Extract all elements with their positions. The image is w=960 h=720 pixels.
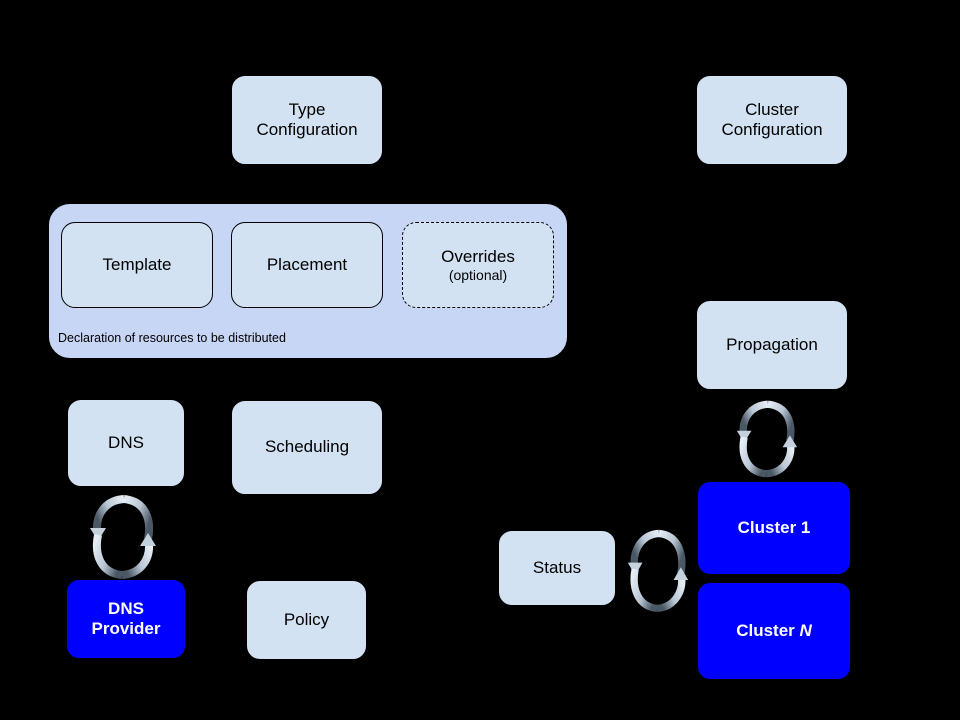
node-policy-label: Policy: [283, 609, 330, 629]
sync-arrows-icon-status: [626, 522, 690, 618]
dns-provider-line2: Provider: [91, 619, 161, 638]
node-cluster-configuration-label: Cluster Configuration: [697, 100, 847, 140]
node-propagation[interactable]: Propagation: [696, 300, 848, 390]
node-policy[interactable]: Policy: [246, 580, 367, 660]
node-cluster-configuration[interactable]: Cluster Configuration: [696, 75, 848, 165]
dns-provider-line1: DNS: [108, 598, 144, 618]
node-dns[interactable]: DNS: [67, 399, 185, 487]
node-placement[interactable]: Placement: [231, 222, 383, 308]
group-caption: Declaration of resources to be distribut…: [58, 331, 286, 345]
cluster-config-line2: Configuration: [721, 120, 823, 139]
cluster-n-prefix: Cluster: [736, 620, 800, 640]
node-dns-label: DNS: [108, 432, 144, 452]
node-scheduling-label: Scheduling: [264, 437, 350, 457]
node-status-label: Status: [532, 557, 582, 577]
node-cluster-n[interactable]: Cluster N: [698, 583, 850, 679]
node-type-configuration[interactable]: Type Configuration: [231, 75, 383, 165]
node-status[interactable]: Status: [498, 530, 616, 606]
node-placement-label: Placement: [266, 254, 348, 274]
node-cluster-1[interactable]: Cluster 1: [698, 482, 850, 574]
cluster-1-prefix: Cluster: [737, 517, 801, 537]
cluster-n-suffix: N: [799, 620, 812, 640]
node-overrides-sublabel: (optional): [448, 266, 508, 283]
node-dns-provider-label: DNS Provider: [68, 599, 184, 639]
node-type-configuration-label: Type Configuration: [232, 100, 382, 140]
node-propagation-label: Propagation: [726, 334, 818, 354]
node-overrides[interactable]: Overrides (optional): [402, 222, 554, 308]
sync-arrows-icon-propagation: [735, 396, 799, 482]
node-cluster-n-label: Cluster N: [699, 621, 849, 641]
node-cluster-1-label: Cluster 1: [699, 518, 849, 538]
type-config-line1: Type: [288, 99, 326, 119]
cluster-config-line1: Cluster: [745, 99, 799, 119]
sync-arrows-icon-dns: [88, 494, 158, 580]
node-scheduling[interactable]: Scheduling: [231, 400, 383, 495]
node-overrides-title: Overrides: [441, 246, 515, 266]
node-template-label: Template: [102, 254, 172, 274]
node-dns-provider[interactable]: DNS Provider: [67, 580, 185, 658]
type-config-line2: Configuration: [256, 120, 358, 139]
node-overrides-label: Overrides (optional): [403, 247, 553, 284]
cluster-1-suffix: 1: [800, 517, 811, 537]
node-template[interactable]: Template: [61, 222, 213, 308]
